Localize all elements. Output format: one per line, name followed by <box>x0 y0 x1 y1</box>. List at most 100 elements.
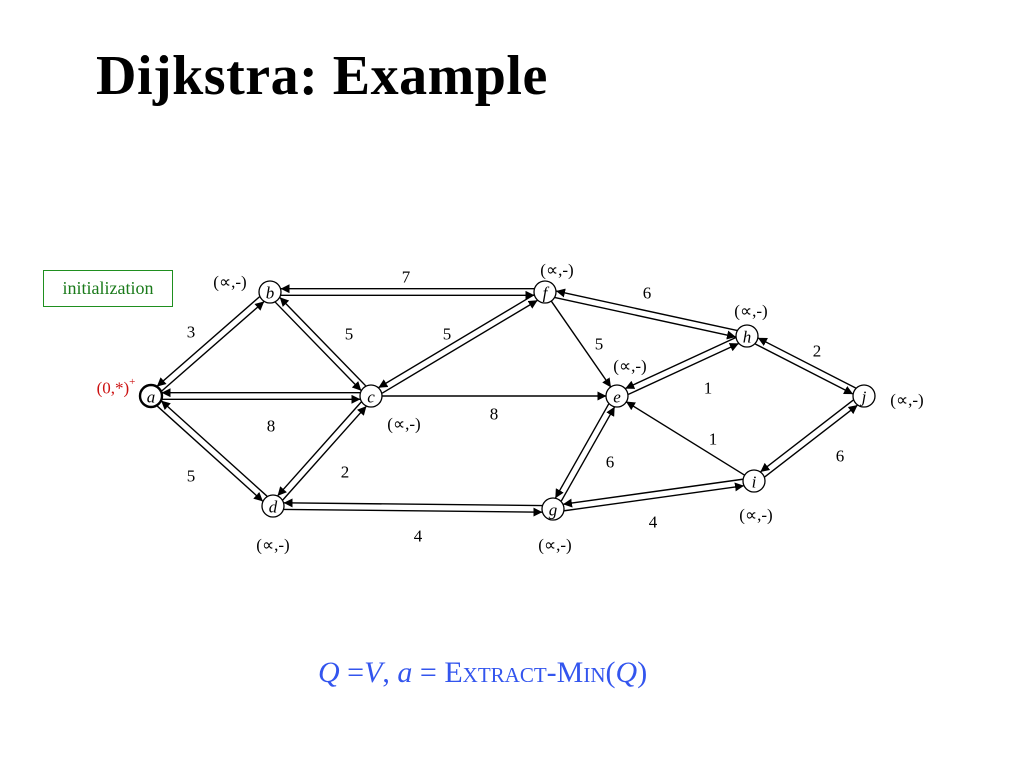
distance-labels-layer: (0,*)+ (∝,-) (∝,-) (∝,-) (∝,-) (∝,-) (∝,-) (∝,-… <box>97 261 924 555</box>
edges-layer <box>156 284 858 517</box>
arrow-a-to-d <box>156 405 264 502</box>
edge-weight-b-c: 5 <box>345 325 354 344</box>
nodes-layer: a b c d e f g h i j <box>138 280 876 521</box>
arrow-i-to-g <box>562 478 743 508</box>
arrow-d-to-g <box>283 507 543 517</box>
dist-label-g: (∝,-) <box>538 536 571 555</box>
arrow-d-to-c <box>282 405 367 501</box>
page-title: Dijkstra: Example <box>96 45 548 107</box>
arrow-a-to-b <box>160 301 265 392</box>
node-label-h: h <box>743 328 752 347</box>
formula-comma: , <box>382 656 398 689</box>
dist-label-d: (∝,-) <box>256 536 289 555</box>
arrow-f-to-h <box>554 296 736 340</box>
formula-equals-2: = <box>412 656 445 689</box>
node-circle-i <box>742 469 766 493</box>
edge-j-i <box>760 399 858 478</box>
extract-min-formula: Q =V, a = Extract-Min(Q) <box>318 656 648 689</box>
formula-a: a <box>397 656 413 689</box>
arrow-c-to-b <box>279 297 367 387</box>
node-i: i <box>742 469 766 493</box>
node-b: b <box>258 280 282 304</box>
node-label-b: b <box>266 284 275 303</box>
node-j: j <box>852 384 876 408</box>
arrow-d-to-a <box>160 400 268 497</box>
edge-weight-a-d: 5 <box>187 467 196 486</box>
edge-c-d <box>277 401 367 501</box>
arrow-f-to-e <box>550 300 612 388</box>
node-h: h <box>735 324 759 348</box>
arrow-b-to-a <box>156 296 261 387</box>
step-label: initialization <box>62 278 154 298</box>
edge-weight-b-f: 7 <box>402 268 411 287</box>
arrow-i-to-e <box>625 401 746 476</box>
node-a: a <box>138 383 164 409</box>
arrow-h-to-j <box>754 343 854 395</box>
edge-h-e <box>625 336 739 396</box>
arrow-j-to-h <box>757 337 857 389</box>
arrow-f-to-c <box>378 294 535 389</box>
edge-weight-i-e: 1 <box>709 430 718 449</box>
node-d: d <box>261 494 285 518</box>
arrow-e-to-h <box>628 342 739 396</box>
edge-b-f <box>280 284 535 300</box>
arrow-i-to-j <box>764 404 858 478</box>
edge-weight-a-b: 3 <box>187 323 196 342</box>
edge-weight-g-i: 4 <box>649 513 658 532</box>
dist-label-e: (∝,-) <box>613 357 646 376</box>
edge-f-e <box>550 300 612 388</box>
edge-weight-f-e: 5 <box>595 335 604 354</box>
arrow-c-to-d <box>277 401 362 497</box>
node-e: e <box>605 384 629 408</box>
dist-label-b: (∝,-) <box>213 273 246 292</box>
edge-weight-f-h: 6 <box>643 284 652 303</box>
node-label-f: f <box>543 284 550 303</box>
arrow-b-to-c <box>274 301 362 391</box>
arrow-c-to-f <box>381 299 538 394</box>
arrow-j-to-i <box>760 399 854 473</box>
dist-label-i: (∝,-) <box>739 506 772 525</box>
node-label-d: d <box>269 498 278 517</box>
node-circle-c <box>359 384 383 408</box>
node-circle-g <box>541 497 565 521</box>
dist-label-f: (∝,-) <box>540 261 573 280</box>
edge-d-g <box>283 498 543 517</box>
edge-a-c <box>161 388 361 404</box>
node-label-e: e <box>613 388 621 407</box>
node-label-c: c <box>367 388 375 407</box>
edge-weight-a-c: 8 <box>267 417 276 436</box>
node-circle-e <box>605 384 629 408</box>
dist-label-j: (∝,-) <box>890 391 923 410</box>
edge-weight-d-g: 4 <box>414 527 423 546</box>
edge-e-g <box>554 403 616 502</box>
formula-equals: = <box>339 656 365 689</box>
edge-g-i <box>562 478 745 512</box>
edge-weight-e-g: 6 <box>606 453 615 472</box>
edge-weight-h-e: 1 <box>704 379 713 398</box>
edge-a-b <box>156 296 265 392</box>
formula-v: V <box>364 656 383 689</box>
edge-a-d <box>156 400 268 502</box>
initialization-step-box: initialization <box>43 270 173 307</box>
node-circle-j <box>852 384 876 408</box>
arrow-g-to-i <box>564 482 745 512</box>
edge-b-c <box>274 297 367 391</box>
node-circle-d <box>261 494 285 518</box>
dist-label-h: (∝,-) <box>734 302 767 321</box>
arrow-h-to-e <box>625 336 736 390</box>
node-circle-a <box>138 383 164 409</box>
node-label-i: i <box>752 473 757 492</box>
formula-q-arg: Q <box>615 656 638 689</box>
node-c: c <box>359 384 383 408</box>
arrow-g-to-e <box>560 406 616 502</box>
dist-label-a: (0,*)+ <box>97 376 136 398</box>
edge-i-e <box>625 401 746 476</box>
source-mark: + <box>129 376 135 388</box>
node-circle-h <box>735 324 759 348</box>
node-g: g <box>541 497 565 521</box>
node-circle-b <box>258 280 282 304</box>
node-label-j: j <box>860 388 867 407</box>
arrow-e-to-g <box>554 403 610 499</box>
